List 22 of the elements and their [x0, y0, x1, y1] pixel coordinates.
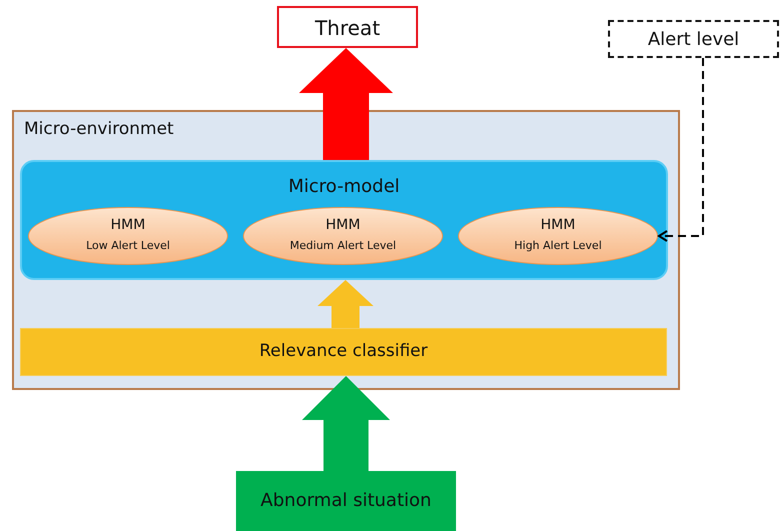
classifier-bar: [20, 328, 667, 376]
panel-title: Micro-model: [287, 176, 401, 197]
block-arrow: [318, 280, 374, 328]
input-label: Alert level: [646, 29, 740, 50]
state-subtitle: Medium Alert Level: [288, 239, 398, 252]
input-box: [608, 20, 779, 58]
output-box: [277, 6, 418, 48]
container-box: [12, 110, 680, 390]
classifier-label: Relevance classifier: [258, 341, 429, 361]
state-title: HMM: [110, 217, 146, 233]
state-subtitle: Low Alert Level: [85, 239, 171, 252]
state-title: HMM: [540, 217, 576, 233]
input-box: [236, 471, 456, 531]
state-title: HMM: [324, 217, 362, 233]
dashed-arrow: [658, 58, 704, 242]
block-arrow: [302, 376, 390, 471]
state-subtitle: High Alert Level: [513, 239, 603, 252]
input-label: Abnormal situation: [260, 490, 432, 511]
model-panel: [20, 160, 668, 280]
block-arrow: [299, 48, 393, 160]
output-label: Threat: [314, 16, 382, 40]
container-title: Micro-environmet: [24, 119, 174, 139]
